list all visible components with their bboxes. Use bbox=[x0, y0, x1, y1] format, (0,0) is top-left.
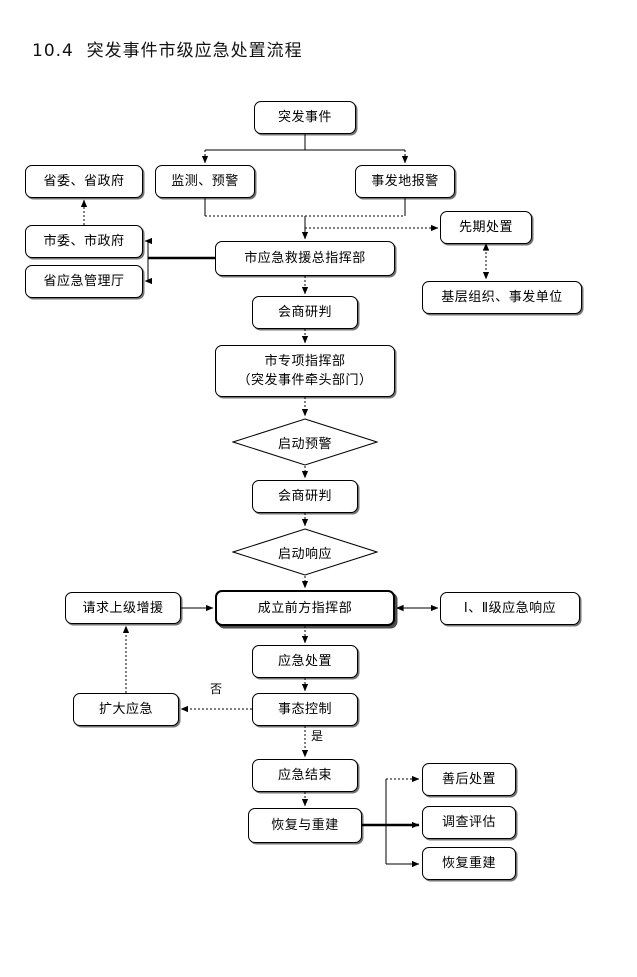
node-grassroots-unit[interactable]: 基层组织、事发单位 bbox=[422, 281, 582, 314]
diamond-shape bbox=[232, 418, 378, 466]
node-special-headquarters[interactable]: 市专项指挥部 （突发事件牵头部门） bbox=[215, 345, 395, 397]
node-emergency-disposal[interactable]: 应急处置 bbox=[252, 645, 358, 678]
node-front-headquarters[interactable]: 成立前方指挥部 bbox=[215, 590, 395, 626]
node-start-warning[interactable]: 启动预警 bbox=[232, 418, 378, 466]
node-consultation-2[interactable]: 会商研判 bbox=[252, 480, 358, 513]
node-start-response-label: 启动响应 bbox=[277, 546, 332, 562]
node-city-rescue-headquarters[interactable]: 市应急救援总指挥部 bbox=[215, 241, 395, 276]
node-city-government[interactable]: 市委、市政府 bbox=[25, 225, 143, 258]
node-investigation-assessment[interactable]: 调查评估 bbox=[422, 806, 516, 839]
node-site-alarm[interactable]: 事发地报警 bbox=[355, 165, 455, 198]
diamond-shape bbox=[232, 528, 378, 576]
node-expand-emergency[interactable]: 扩大应急 bbox=[73, 693, 179, 726]
node-monitoring-warning[interactable]: 监测、预警 bbox=[155, 165, 255, 198]
node-situation-control[interactable]: 事态控制 bbox=[252, 693, 358, 726]
node-rebuild[interactable]: 恢复重建 bbox=[422, 847, 516, 880]
node-provincial-emergency-dept[interactable]: 省应急管理厅 bbox=[25, 265, 143, 298]
node-early-disposal[interactable]: 先期处置 bbox=[440, 211, 532, 244]
node-level-response[interactable]: Ⅰ、Ⅱ级应急响应 bbox=[440, 592, 580, 625]
node-provincial-government[interactable]: 省委、省政府 bbox=[25, 165, 143, 198]
edge-label-yes: 是 bbox=[311, 729, 324, 743]
node-start-response[interactable]: 启动响应 bbox=[232, 528, 378, 576]
page-title: 10.4 突发事件市级应急处置流程 bbox=[32, 41, 303, 61]
node-start-warning-label: 启动预警 bbox=[277, 436, 332, 452]
node-consultation-1[interactable]: 会商研判 bbox=[252, 296, 358, 329]
node-request-support[interactable]: 请求上级增援 bbox=[65, 592, 181, 624]
node-incident[interactable]: 突发事件 bbox=[254, 101, 356, 134]
node-emergency-end[interactable]: 应急结束 bbox=[252, 759, 358, 792]
node-aftermath-handling[interactable]: 善后处置 bbox=[422, 763, 516, 796]
edge-label-no: 否 bbox=[210, 682, 223, 696]
node-recovery-reconstruction[interactable]: 恢复与重建 bbox=[248, 808, 362, 843]
